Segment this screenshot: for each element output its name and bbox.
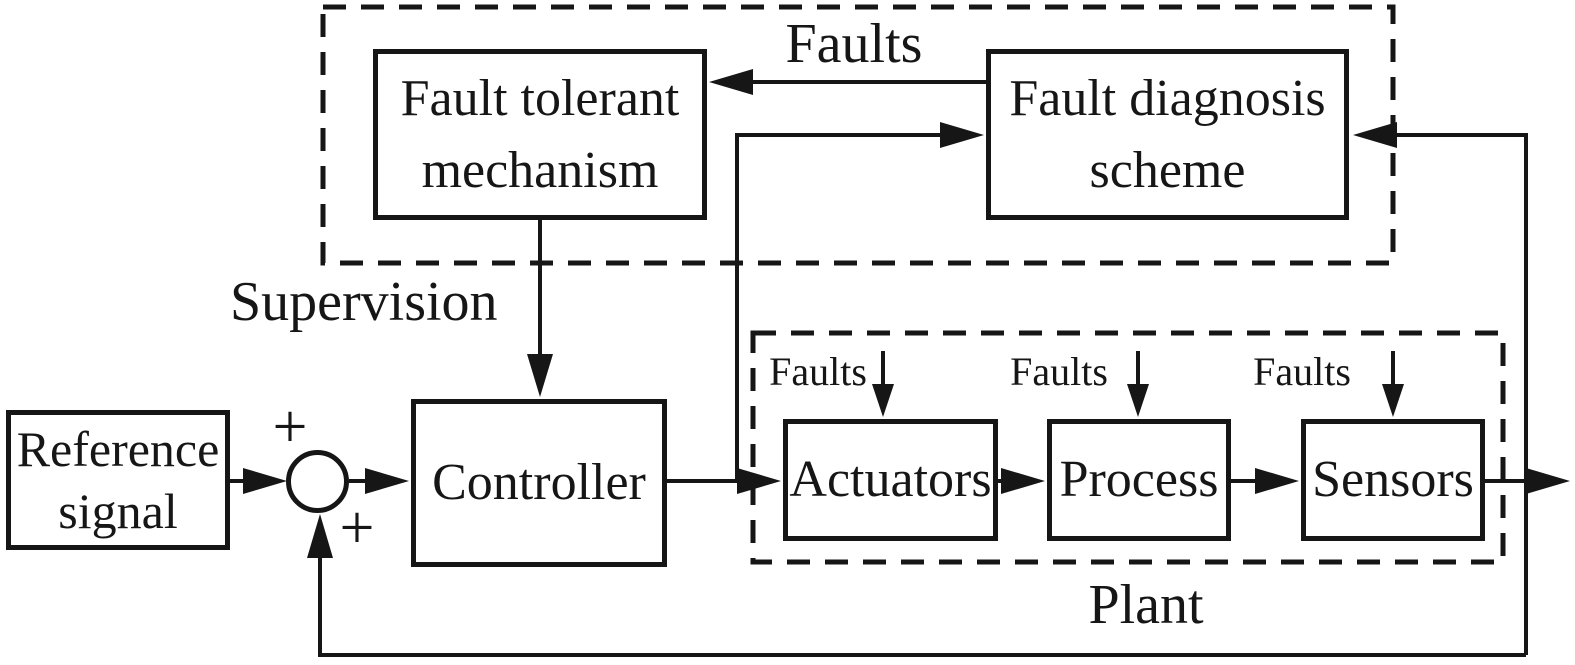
- faults-actuators-label: Faults: [769, 349, 867, 394]
- reference-signal-label-line2: signal: [58, 483, 178, 539]
- arrow-supervision: [527, 220, 553, 397]
- process-box: Process: [1047, 419, 1231, 541]
- summing-junction: [286, 450, 349, 513]
- arrow-feedback-to-diagnosis: [1353, 122, 1528, 655]
- faults-sensors-label: Faults: [1253, 349, 1351, 394]
- arrow-controller-to-actuators: [667, 468, 781, 494]
- arrow-actuators-to-process: [998, 468, 1045, 494]
- arrow-sensors-output: [1485, 468, 1570, 494]
- plant-dashed-box: [750, 330, 1506, 565]
- fault-tolerant-mechanism-label-line2: mechanism: [421, 141, 659, 199]
- sensors-box: Sensors: [1301, 419, 1485, 541]
- fault-tolerant-mechanism-box: Fault tolerant mechanism: [373, 49, 707, 220]
- arrow-reference-to-sum: [230, 468, 287, 494]
- supervision-label: Supervision: [230, 271, 498, 333]
- fault-diagnosis-scheme-box: Fault diagnosis scheme: [986, 49, 1349, 220]
- fault-diagnosis-scheme-label-line1: Fault diagnosis: [1009, 69, 1326, 127]
- sum-plus-sign-bottom: +: [339, 494, 375, 562]
- faults-process-label: Faults: [1010, 349, 1108, 394]
- process-label: Process: [1059, 451, 1219, 508]
- arrow-faults-diagnosis-to-mechanism: [709, 69, 987, 95]
- controller-box: Controller: [411, 399, 667, 567]
- faults-top-label: Faults: [785, 13, 923, 75]
- sensors-label: Sensors: [1312, 451, 1474, 508]
- sum-plus-sign-top: +: [272, 393, 308, 461]
- reference-signal-box: Reference signal: [6, 410, 230, 550]
- arrow-fault-into-sensors: [1382, 351, 1404, 417]
- arrow-controller-to-diagnosis: [735, 122, 984, 481]
- controller-label: Controller: [432, 454, 646, 511]
- arrow-fault-into-actuators: [872, 351, 894, 417]
- reference-signal-label-line1: Reference: [16, 421, 220, 477]
- arrow-fault-into-process: [1127, 351, 1149, 417]
- arrow-process-to-sensors: [1231, 468, 1299, 494]
- arrow-feedback-to-sum: [307, 514, 1526, 657]
- fault-tolerant-mechanism-label-line1: Fault tolerant: [400, 69, 680, 127]
- actuators-label: Actuators: [789, 451, 992, 508]
- fault-diagnosis-scheme-label-line2: scheme: [1089, 141, 1246, 199]
- actuators-box: Actuators: [783, 419, 998, 541]
- plant-label: Plant: [1088, 574, 1204, 636]
- arrow-sum-to-controller: [349, 468, 409, 494]
